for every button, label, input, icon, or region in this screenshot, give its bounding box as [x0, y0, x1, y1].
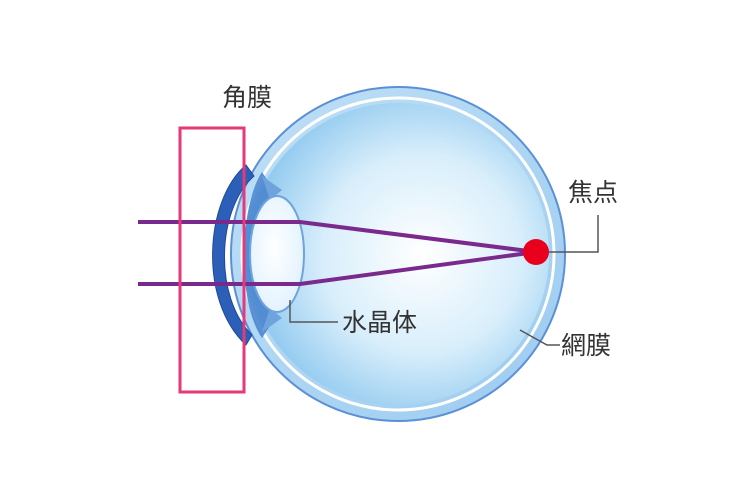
- cornea-highlight-box: [178, 126, 246, 394]
- lens: [249, 195, 305, 313]
- lens-label: 水晶体: [342, 308, 418, 337]
- vitreous-body: [247, 103, 549, 405]
- focal-point-label: 焦点: [568, 178, 619, 207]
- cornea-label: 角膜: [222, 83, 273, 112]
- iris-top: [262, 176, 282, 200]
- retina-ring: [240, 96, 556, 412]
- focal-leader-line: [549, 215, 599, 253]
- retina-label: 網膜: [561, 331, 612, 360]
- lens-leader-line: [289, 300, 338, 323]
- iris-bottom: [262, 308, 282, 332]
- cornea: [212, 164, 255, 346]
- retina-leader-line: [519, 329, 560, 346]
- focal-point-dot: [523, 239, 549, 265]
- light-ray-lower: [138, 250, 537, 286]
- light-ray-upper: [138, 220, 537, 254]
